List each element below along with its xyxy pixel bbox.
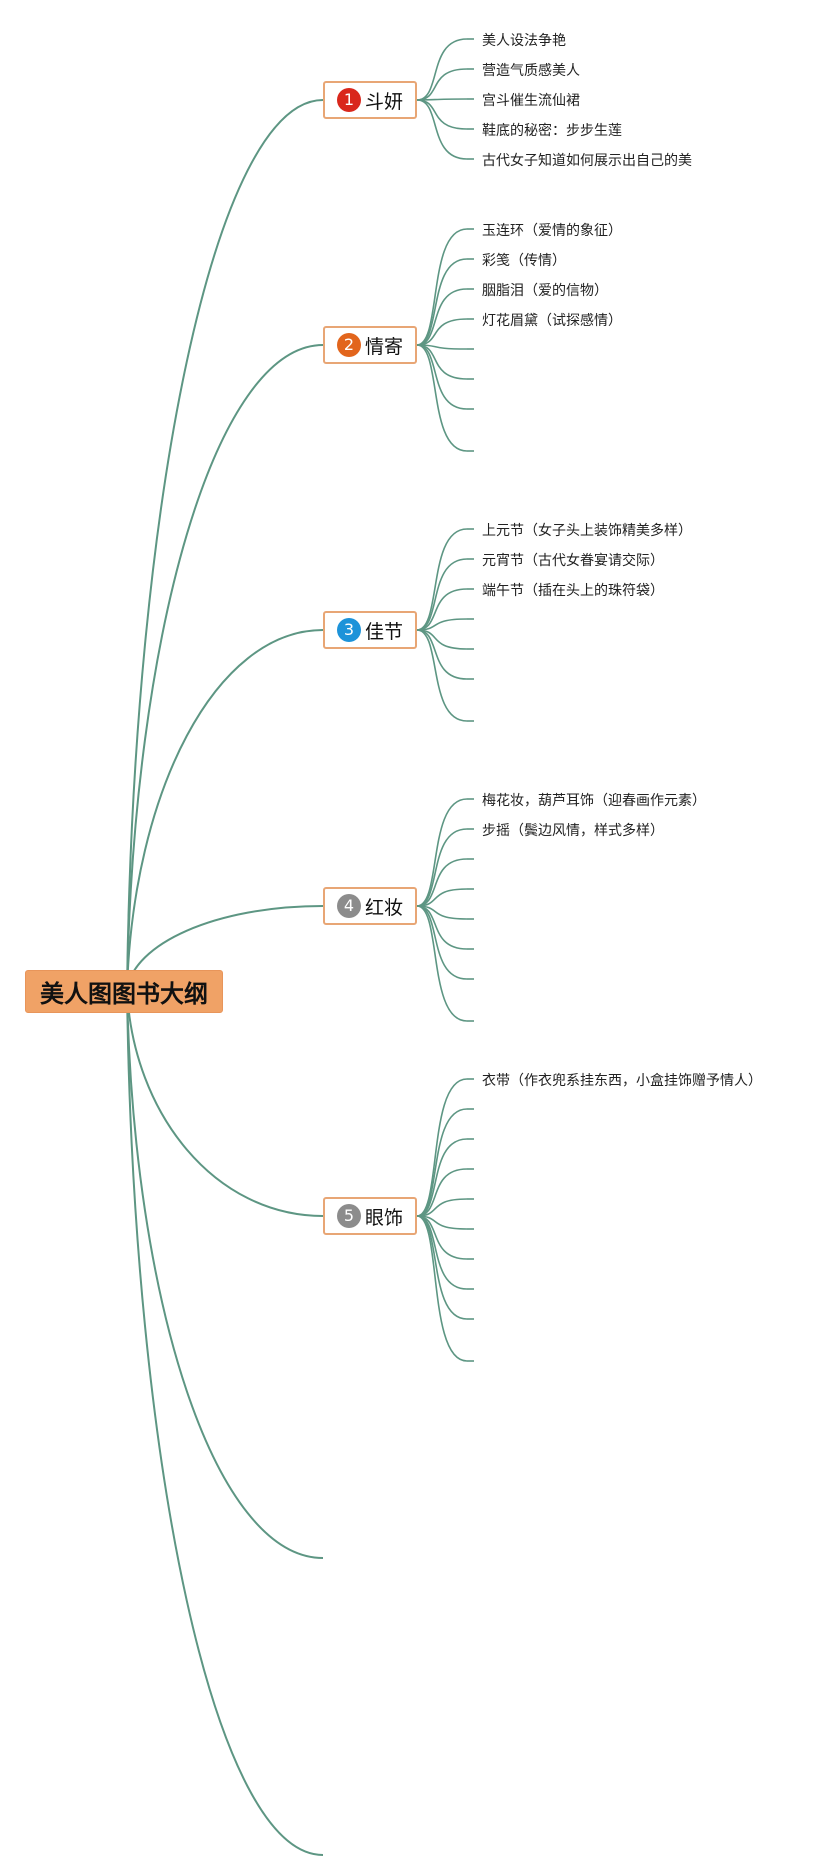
leaf-connector <box>416 888 468 907</box>
branch-node-3[interactable]: 3 佳节 <box>323 611 417 649</box>
leaf-item[interactable]: 胭脂泪（爱的信物） <box>482 283 608 299</box>
leaf-connector <box>416 1108 468 1217</box>
leaf-item[interactable]: 营造气质感美人 <box>482 63 580 79</box>
leaf-connector <box>416 1198 468 1217</box>
leaf-connector <box>416 1138 468 1217</box>
number-badge-icon: 3 <box>336 618 361 642</box>
leaf-item[interactable]: 步摇（鬓边风情，样式多样） <box>482 823 664 839</box>
branch-label: 红妆 <box>364 896 403 919</box>
leaf-item[interactable]: 元宵节（古代女眷宴请交际） <box>482 553 664 569</box>
leaf-connector <box>416 629 468 680</box>
branch-connector <box>126 99 324 991</box>
branch-connector <box>126 989 324 1217</box>
leaf-connector <box>416 905 468 950</box>
branch-label: 眼饰 <box>364 1206 403 1229</box>
leaf-connector <box>416 99 468 160</box>
branch-node-1[interactable]: 1 斗妍 <box>323 81 417 119</box>
leaf-connector <box>416 588 468 631</box>
branch-connector <box>126 344 324 991</box>
leaf-connector <box>416 38 468 101</box>
leaf-item[interactable]: 宫斗催生流仙裙 <box>482 93 580 109</box>
number-badge-icon: 2 <box>336 333 361 357</box>
leaf-connector <box>416 905 468 1022</box>
leaf-connector <box>416 99 468 130</box>
branch-node-4[interactable]: 4 红妆 <box>323 887 417 925</box>
root-label: 美人图图书大纲 <box>40 980 208 1008</box>
leaf-item[interactable]: 彩笺（传情） <box>482 253 566 269</box>
leaf-connector <box>416 318 468 346</box>
number-badge-icon: 4 <box>336 894 361 918</box>
leaf-connector <box>416 344 468 410</box>
branch-connector <box>126 989 324 1559</box>
branch-node-5[interactable]: 5 眼饰 <box>323 1197 417 1235</box>
leaf-connector <box>416 798 468 907</box>
leaf-connector <box>416 1078 468 1217</box>
leaf-connector <box>416 905 468 980</box>
branch-connector <box>126 989 324 1856</box>
leaf-connector <box>416 288 468 346</box>
branch-label: 情寄 <box>364 335 403 358</box>
leaf-item[interactable]: 古代女子知道如何展示出自己的美 <box>482 153 692 169</box>
leaf-item[interactable]: 鞋底的秘密：步步生莲 <box>482 123 622 139</box>
number-badge-icon: 1 <box>336 88 361 112</box>
leaf-connector <box>416 1168 468 1217</box>
leaf-item[interactable]: 梅花妆，葫芦耳饰（迎春画作元素） <box>482 793 706 809</box>
leaf-item[interactable]: 灯花眉黛（试探感情） <box>482 313 622 329</box>
leaf-item[interactable]: 端午节（插在头上的珠符袋） <box>482 583 664 599</box>
leaf-connector <box>416 558 468 631</box>
leaf-connector <box>416 98 468 101</box>
leaf-item[interactable]: 衣带（作衣兜系挂东西，小盒挂饰赠予情人） <box>482 1073 762 1089</box>
leaf-connector <box>416 228 468 346</box>
leaf-item[interactable]: 上元节（女子头上装饰精美多样） <box>482 523 692 539</box>
leaf-item[interactable]: 玉连环（爱情的象征） <box>482 223 622 239</box>
root-node[interactable]: 美人图图书大纲 <box>25 970 223 1013</box>
branch-label: 斗妍 <box>364 90 403 113</box>
leaf-item[interactable]: 美人设法争艳 <box>482 33 566 49</box>
branch-label: 佳节 <box>364 620 403 643</box>
branch-connector <box>126 629 324 991</box>
leaf-connector <box>416 1215 468 1290</box>
leaf-connector <box>416 258 468 346</box>
leaf-connector <box>416 1215 468 1362</box>
number-badge-icon: 5 <box>336 1204 361 1228</box>
leaf-connector <box>416 344 468 452</box>
leaf-connector <box>416 828 468 907</box>
leaf-connector <box>416 68 468 101</box>
leaf-connector <box>416 1215 468 1320</box>
leaf-connector <box>416 528 468 631</box>
branch-node-2[interactable]: 2 情寄 <box>323 326 417 364</box>
leaf-connector <box>416 858 468 907</box>
leaf-connector <box>416 618 468 631</box>
leaf-connector <box>416 629 468 722</box>
